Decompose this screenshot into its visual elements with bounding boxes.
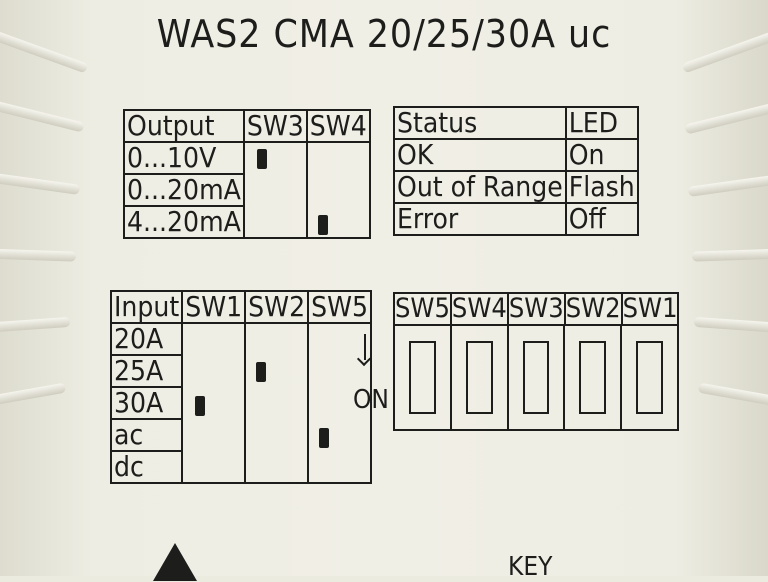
output-row-label: 0...20mA (123, 173, 245, 207)
dip-switch-outline (465, 341, 493, 414)
input-row-label: dc (109, 450, 184, 484)
switch-label: SW5 (395, 293, 452, 324)
led-value: Off (564, 202, 639, 236)
led-value: Flash (564, 170, 639, 204)
dip-switch-slot (509, 326, 566, 429)
status-header: Status (393, 106, 567, 140)
sw1-header: SW1 (181, 290, 247, 324)
sw3-column (242, 141, 308, 239)
down-arrow-icon (364, 334, 366, 360)
status-table: Status LED OK On Out of Range Flash Erro… (393, 106, 639, 236)
key-label: KEY (508, 552, 553, 582)
switch-mark (256, 149, 267, 169)
status-label: Error (393, 202, 567, 236)
sw1-column (181, 322, 247, 484)
dip-switch-panel: SW5 SW4 SW3 SW2 SW1 (393, 292, 679, 431)
switch-mark (195, 396, 206, 416)
switch-mark (319, 428, 330, 448)
sw5-column (307, 322, 373, 484)
dip-switch-outline (636, 341, 663, 414)
output-row-label: 0...10V (123, 141, 245, 175)
switch-label: SW2 (565, 293, 623, 324)
dip-switch-slot (395, 326, 452, 429)
sw2-header: SW2 (244, 290, 310, 324)
sw4-header: SW4 (305, 109, 371, 143)
output-table: Output SW3 SW4 0...10V 0...20mA 4...20mA (123, 109, 371, 239)
input-row-label: 30A (109, 386, 184, 420)
dip-switch-slot (452, 326, 509, 429)
status-label: OK (393, 138, 567, 172)
input-row-label: 25A (109, 354, 184, 388)
switch-label: SW3 (508, 293, 566, 324)
status-label: Out of Range (393, 170, 567, 204)
input-row-label: ac (109, 418, 184, 452)
sw2-column (244, 322, 310, 484)
led-header: LED (564, 106, 639, 140)
output-row-label: 4...20mA (123, 205, 245, 239)
led-value: On (564, 138, 639, 172)
warning-triangle-icon (153, 543, 197, 581)
input-table: Input SW1 SW2 SW5 20A 25A 30A ac dc (109, 290, 373, 484)
switch-label: SW1 (622, 293, 678, 324)
input-row-label: 20A (109, 322, 184, 356)
switch-mark (256, 362, 267, 382)
dip-switch-slot (565, 326, 623, 429)
sw5-header: SW5 (307, 290, 373, 324)
sw4-column (305, 141, 371, 239)
dip-switch-slot (622, 326, 677, 429)
on-label: ON (353, 385, 389, 415)
output-header: Output (123, 109, 245, 143)
dip-switch-outline (579, 341, 607, 414)
switch-mark (317, 215, 328, 235)
input-header: Input (109, 290, 184, 324)
sw3-header: SW3 (242, 109, 308, 143)
switch-label: SW4 (451, 293, 509, 324)
device-title: WAS2 CMA 20/25/30A uc (156, 12, 612, 56)
dip-switch-outline (409, 341, 436, 414)
dip-switch-outline (522, 341, 550, 414)
